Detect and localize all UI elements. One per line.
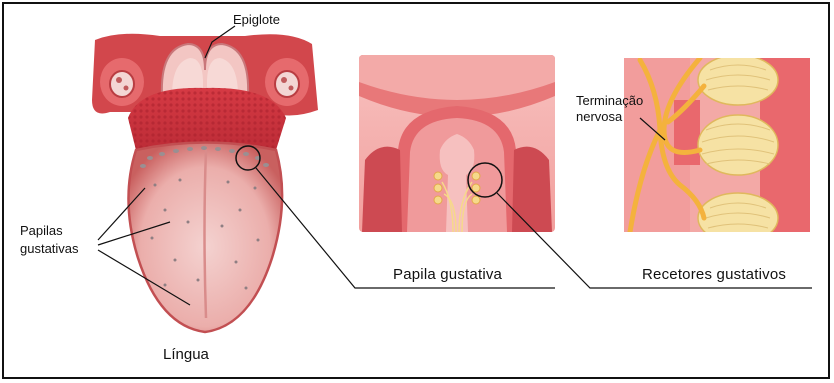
terminacao-label-line1: Terminação <box>576 93 643 109</box>
papila-gustativa-caption: Papila gustativa <box>393 266 502 283</box>
terminacao-label: Terminação nervosa <box>576 93 643 125</box>
terminacao-label-line2: nervosa <box>576 109 643 125</box>
tongue-illustration <box>92 34 318 332</box>
recetores-gustativos-caption: Recetores gustativos <box>642 266 786 283</box>
papila-panel <box>359 55 555 232</box>
papilas-label-line2: gustativas <box>20 240 79 258</box>
receptor-panel <box>624 55 810 243</box>
epiglote-label: Epiglote <box>233 12 280 27</box>
lingua-caption: Língua <box>163 346 209 363</box>
papilas-label: Papilas gustativas <box>20 222 79 258</box>
taste-bud-bulbs <box>698 55 778 243</box>
papilas-label-line1: Papilas <box>20 222 79 240</box>
